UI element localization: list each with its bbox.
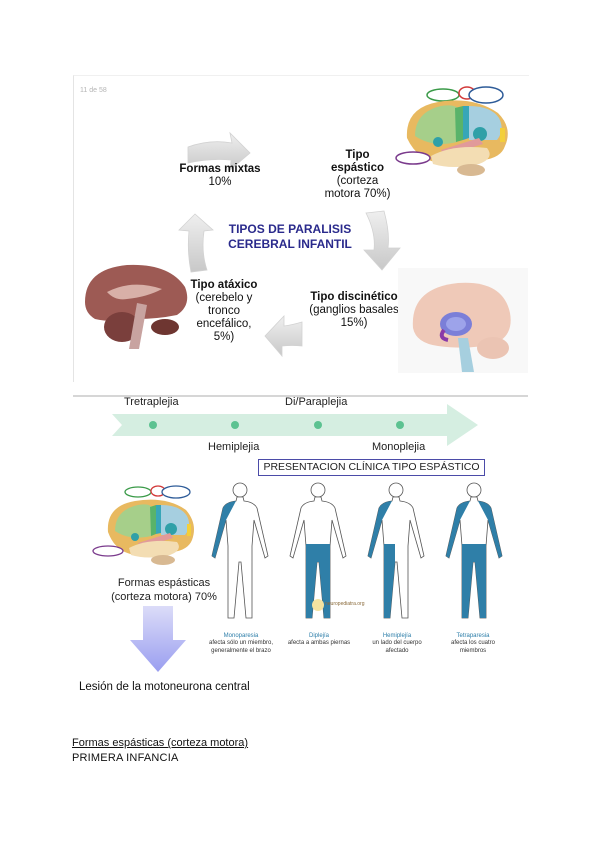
timeline-label-tetraplejia: Tretraplejia bbox=[124, 396, 179, 408]
type-ataxic-detail-1: (cerebelo y bbox=[195, 292, 253, 304]
timeline-label-monoplejia: Monoplejia bbox=[372, 441, 426, 453]
type-spastic-detail-2: motora 70%) bbox=[324, 188, 391, 200]
caption-desc: afecta a ambas piernas bbox=[287, 640, 351, 646]
type-mixed: Formas mixtas 10% bbox=[170, 163, 270, 189]
section-divider bbox=[73, 395, 528, 397]
watermark-logo-icon bbox=[312, 599, 324, 611]
arrow-down-icon bbox=[363, 210, 401, 271]
type-mixed-name: Formas mixtas bbox=[179, 163, 261, 175]
body-figures bbox=[211, 482, 503, 619]
caption-desc: afecta sólo un miembro, bbox=[208, 640, 274, 646]
timeline-dot bbox=[314, 421, 322, 429]
type-ataxic-name: Tipo atáxico bbox=[190, 279, 258, 291]
clinical-presentation-box: PRESENTACION CLÍNICA TIPO ESPÁSTICO bbox=[258, 459, 485, 476]
caption-desc: generalmente el brazo bbox=[211, 648, 271, 654]
timeline-dot bbox=[396, 421, 404, 429]
timeline-label-diparaplejia: Di/Paraplejia bbox=[285, 396, 348, 408]
spastic-caption: Formas espásticas (corteza motora) 70% bbox=[104, 576, 224, 604]
notes-heading: Formas espásticas (corteza motora) bbox=[72, 737, 249, 749]
slide-title: TIPOS DE PARALISIS CEREBRAL INFANTIL bbox=[215, 222, 365, 252]
type-ataxic-detail-4: 5%) bbox=[213, 331, 235, 343]
spastic-caption-line1: Formas espásticas bbox=[117, 577, 211, 589]
spastic-brain-image bbox=[92, 485, 194, 565]
sagittal-brain-image bbox=[85, 264, 188, 349]
type-dyskinetic-detail-1: (ganglios basales bbox=[309, 304, 399, 316]
figure-hemiplejia bbox=[367, 482, 425, 619]
timeline-dot bbox=[149, 421, 157, 429]
type-spastic-name-1: Tipo bbox=[345, 149, 370, 161]
caption-title: Monoparesia bbox=[223, 633, 259, 639]
caption-desc: afectado bbox=[385, 648, 409, 654]
caption-desc: un lado del cuerpo bbox=[372, 640, 422, 646]
timeline-arrow bbox=[112, 404, 478, 446]
caption-tetraparesia: Tetraparesia afecta los cuatro miembros bbox=[437, 633, 509, 655]
type-ataxic-detail-2: tronco bbox=[208, 305, 240, 317]
arrow-up-icon bbox=[178, 213, 214, 273]
watermark-text: neuropediatra.org bbox=[325, 601, 365, 607]
slide-title-line1: TIPOS DE PARALISIS bbox=[228, 222, 352, 236]
caption-desc: miembros bbox=[459, 648, 487, 654]
figure-tetraparesia bbox=[445, 482, 503, 619]
lateral-brain-image bbox=[395, 86, 508, 176]
caption-title: Tetraparesia bbox=[456, 633, 490, 639]
caption-title: Hemiplejía bbox=[382, 633, 412, 639]
type-ataxic: Tipo atáxico (cerebelo y tronco encefáli… bbox=[178, 279, 270, 344]
type-ataxic-detail-3: encefálico, bbox=[196, 318, 252, 330]
type-mixed-detail: 10% bbox=[208, 176, 232, 188]
caption-hemiplejia: Hemiplejía un lado del cuerpo afectado bbox=[361, 633, 433, 655]
type-spastic-detail-1: (corteza bbox=[336, 175, 379, 187]
caption-monoparesia: Monoparesia afecta sólo un miembro, gene… bbox=[205, 633, 277, 655]
type-dyskinetic-name: Tipo discinético bbox=[310, 291, 398, 303]
arrow-left-icon bbox=[264, 314, 303, 358]
type-dyskinetic: Tipo discinético (ganglios basales 15%) bbox=[306, 291, 402, 330]
figure-monoparesia bbox=[211, 482, 269, 619]
slide-title-line2: CEREBRAL INFANTIL bbox=[228, 237, 352, 251]
caption-desc: afecta los cuatro bbox=[450, 640, 496, 646]
type-spastic: Tipo espástico (corteza motora 70%) bbox=[315, 149, 400, 201]
arrow-down-lesion-icon bbox=[130, 606, 186, 672]
notes-subheading: PRIMERA INFANCIA bbox=[72, 752, 179, 764]
slide-page-counter: 11 de 58 bbox=[80, 87, 107, 94]
figure-diplejia bbox=[289, 482, 347, 619]
timeline-label-hemiplejia: Hemiplejia bbox=[208, 441, 260, 453]
arrow-right-icon bbox=[187, 131, 251, 171]
basal-ganglia-brain-image bbox=[398, 268, 528, 373]
timeline-dot bbox=[231, 421, 239, 429]
spastic-caption-line2: (corteza motora) 70% bbox=[111, 591, 217, 603]
caption-diplejia: Diplejía afecta a ambas piernas bbox=[283, 633, 355, 647]
type-spastic-name-2: espástico bbox=[330, 162, 385, 174]
type-dyskinetic-detail-2: 15%) bbox=[340, 317, 368, 329]
caption-title: Diplejía bbox=[308, 633, 329, 639]
lesion-text: Lesión de la motoneurona central bbox=[79, 681, 250, 693]
